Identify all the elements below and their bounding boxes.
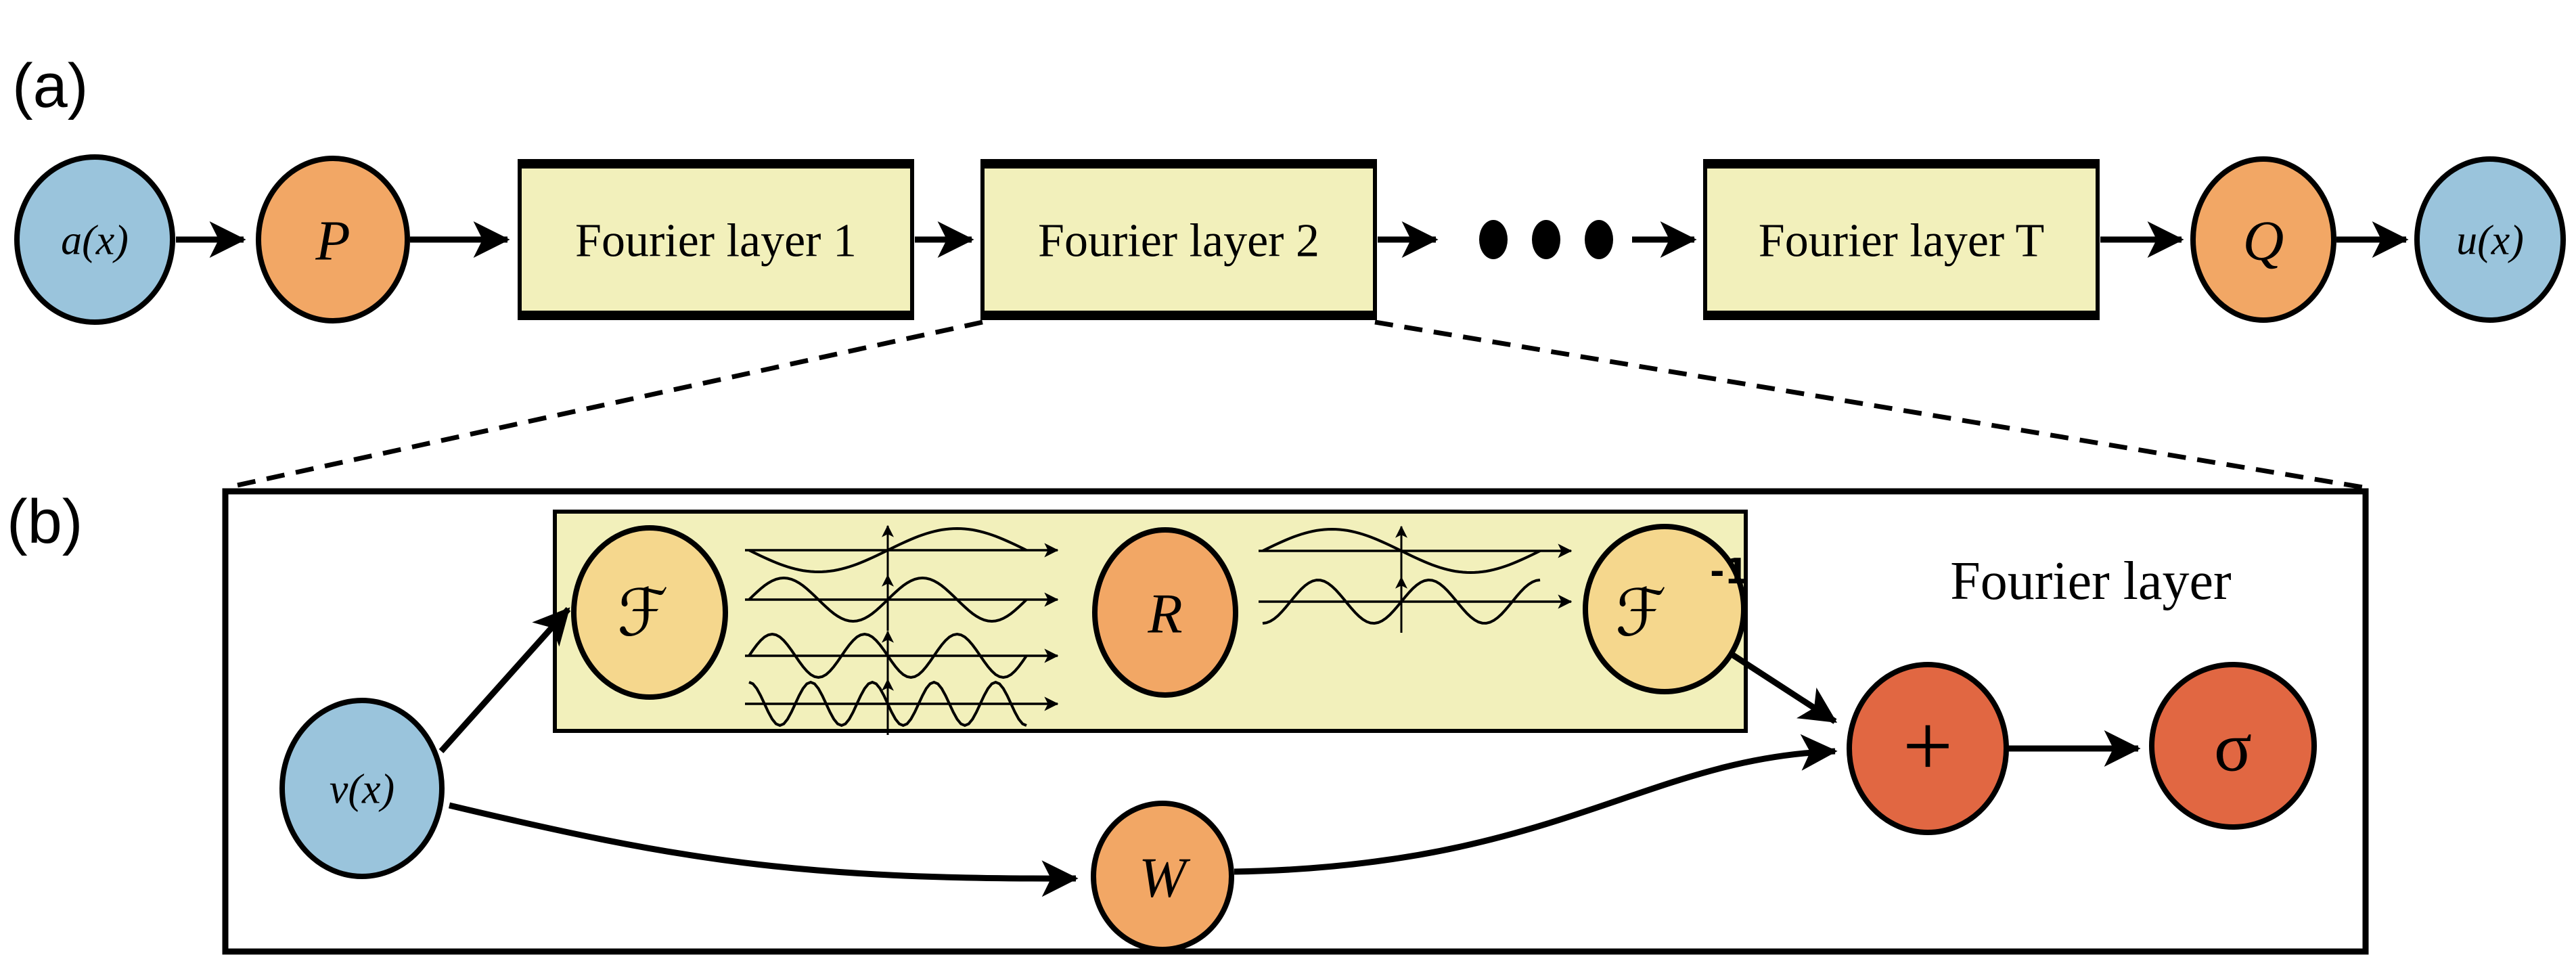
panel-a-label: (a) [12,51,88,120]
sine-wave-icon [748,632,1028,679]
sine-wave-icon [1262,578,1541,625]
output-function-node [2414,156,2566,323]
dashed-connector-right [1374,319,2364,490]
fourier-layer-1-box: Fourier layer 1 [518,159,914,320]
linear-transform-w-node [1091,801,1234,952]
spectral-weights-r-node [1092,527,1238,698]
fourier-layer-T-box: Fourier layer T [1703,159,2100,320]
fourier-layer-T-label: Fourier layer T [1759,215,2044,267]
spectral-weights-r-label: R [1147,582,1182,645]
fourier-layer-2-box: Fourier layer 2 [980,159,1377,320]
lifting-p-node [256,156,410,323]
arrow-v-to-w [448,802,1079,897]
v-input-label: v(x) [330,767,394,813]
v-input-node [279,698,445,879]
sum-node [1847,662,2009,835]
arrow-v-to-fourier [438,606,571,754]
activation-sigma-label: σ [2214,708,2252,786]
fourier-layer-1-label: Fourier layer 1 [575,215,857,267]
fourier-layer-2-label: Fourier layer 2 [1038,215,1319,267]
ellipsis-dot [1479,220,1508,259]
ellipsis-dot [1532,220,1560,259]
sum-label: + [1903,696,1953,795]
arrow-inverse-fourier-to-sum [1729,651,1838,724]
fourier-layer-title: Fourier layer [1950,552,2231,611]
sine-wave-icon [1262,527,1541,575]
activation-sigma-node [2149,662,2317,830]
sine-wave-icon [748,527,1027,574]
inverse-fourier-label: ℱ [1615,575,1666,651]
dashed-connector-left [227,319,983,490]
projection-q-node [2190,156,2336,323]
input-function-label: a(x) [61,218,129,264]
fourier-transform-label: ℱ [617,575,668,651]
sine-wave-icon [748,576,1028,623]
inverse-fourier-node [1583,524,1746,694]
linear-transform-w-label: W [1139,846,1191,909]
input-function-node [14,154,175,325]
output-function-label: u(x) [2456,218,2524,264]
projection-q-label: Q [2243,209,2284,272]
lifting-p-label: P [315,209,350,272]
sine-wave-icons [745,524,1573,735]
sine-wave-icon [748,680,1027,728]
ellipsis-dot [1585,220,1613,259]
panel-b-label: (b) [7,487,83,556]
arrow-w-to-sum [1234,734,1838,875]
ellipsis-dots [1479,220,1613,259]
inverse-fourier-superscript: -1 [1710,552,1749,592]
fourier-transform-node [571,525,728,700]
